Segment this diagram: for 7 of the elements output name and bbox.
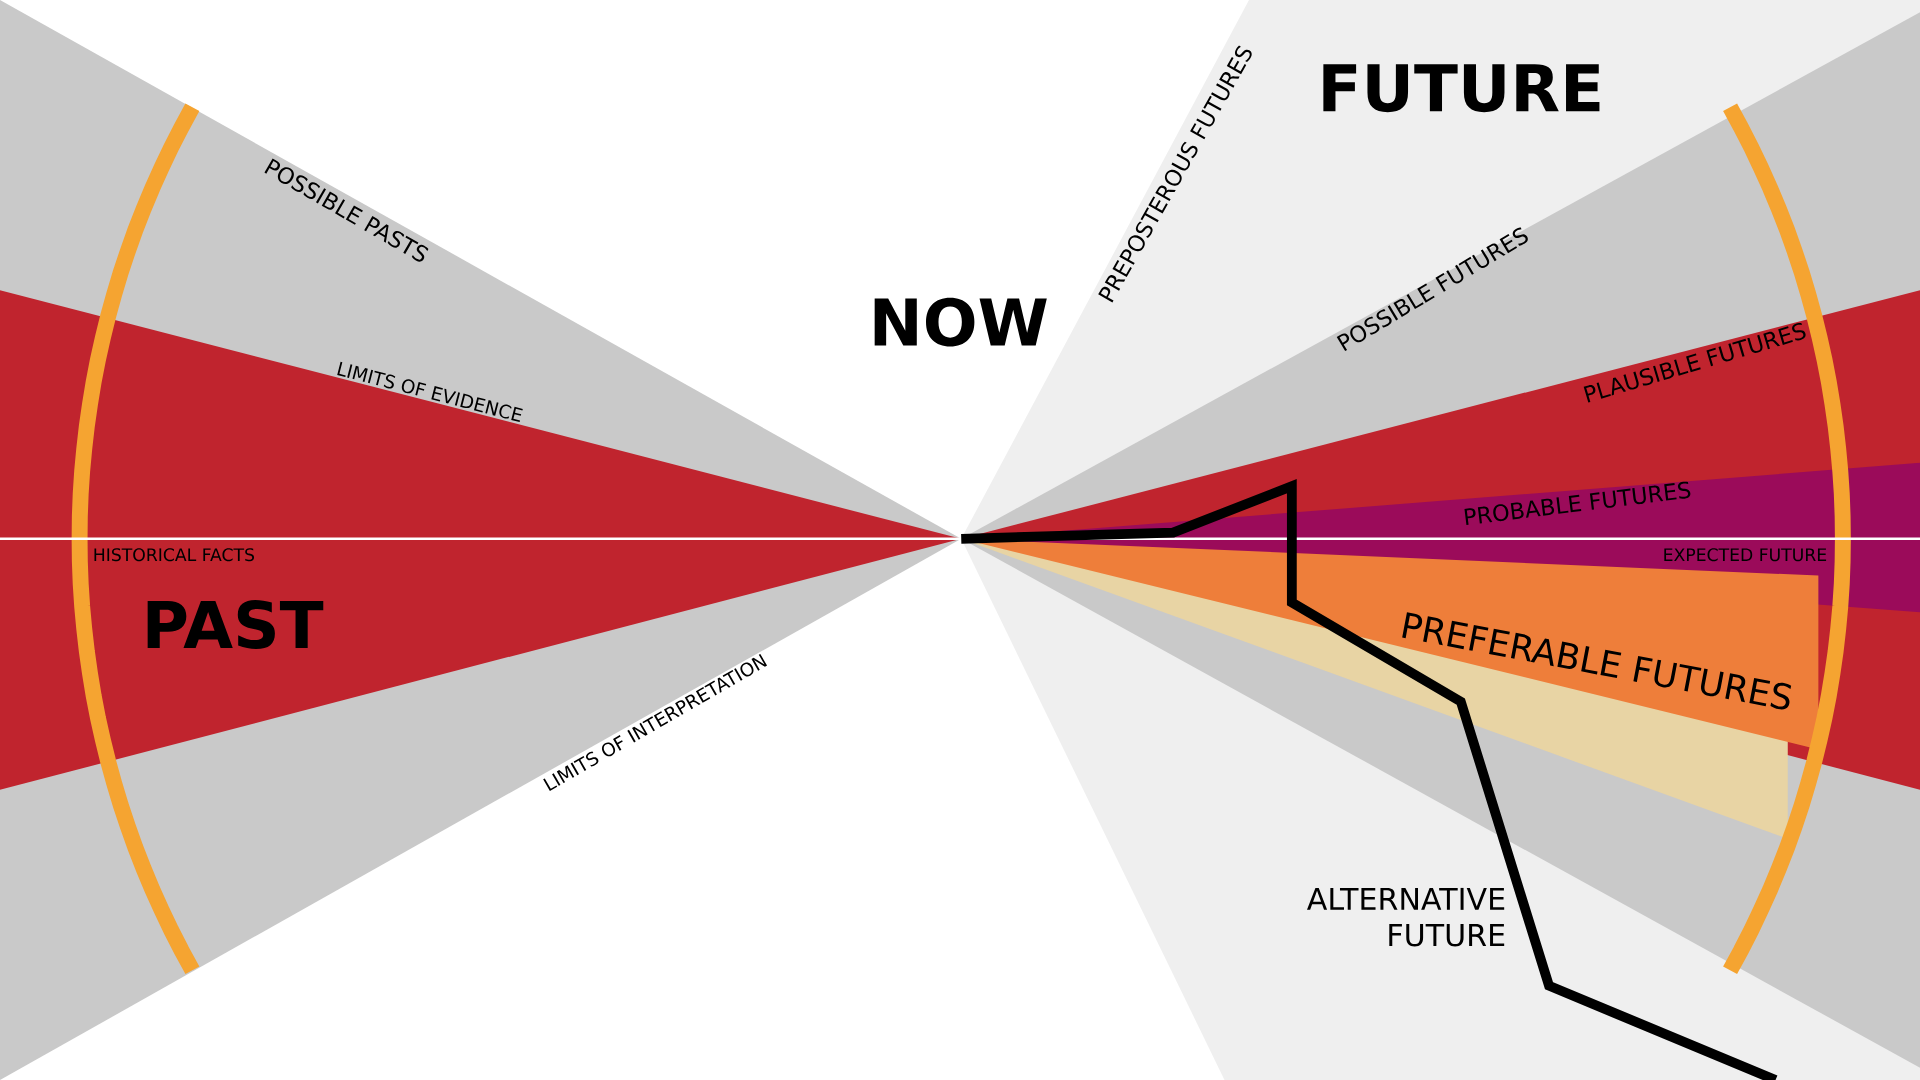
- region-label: EXPECTED FUTURE: [1664, 548, 1827, 562]
- heading: PAST: [147, 600, 324, 649]
- heading: NOW: [874, 297, 1047, 347]
- heading: FUTURE: [1323, 64, 1600, 113]
- region-label: ALTERNATIVE FUTURE: [1307, 887, 1505, 947]
- region-label: HISTORICAL FACTS: [94, 548, 255, 562]
- region-label: PROBABLE FUTURES: [1464, 481, 1691, 526]
